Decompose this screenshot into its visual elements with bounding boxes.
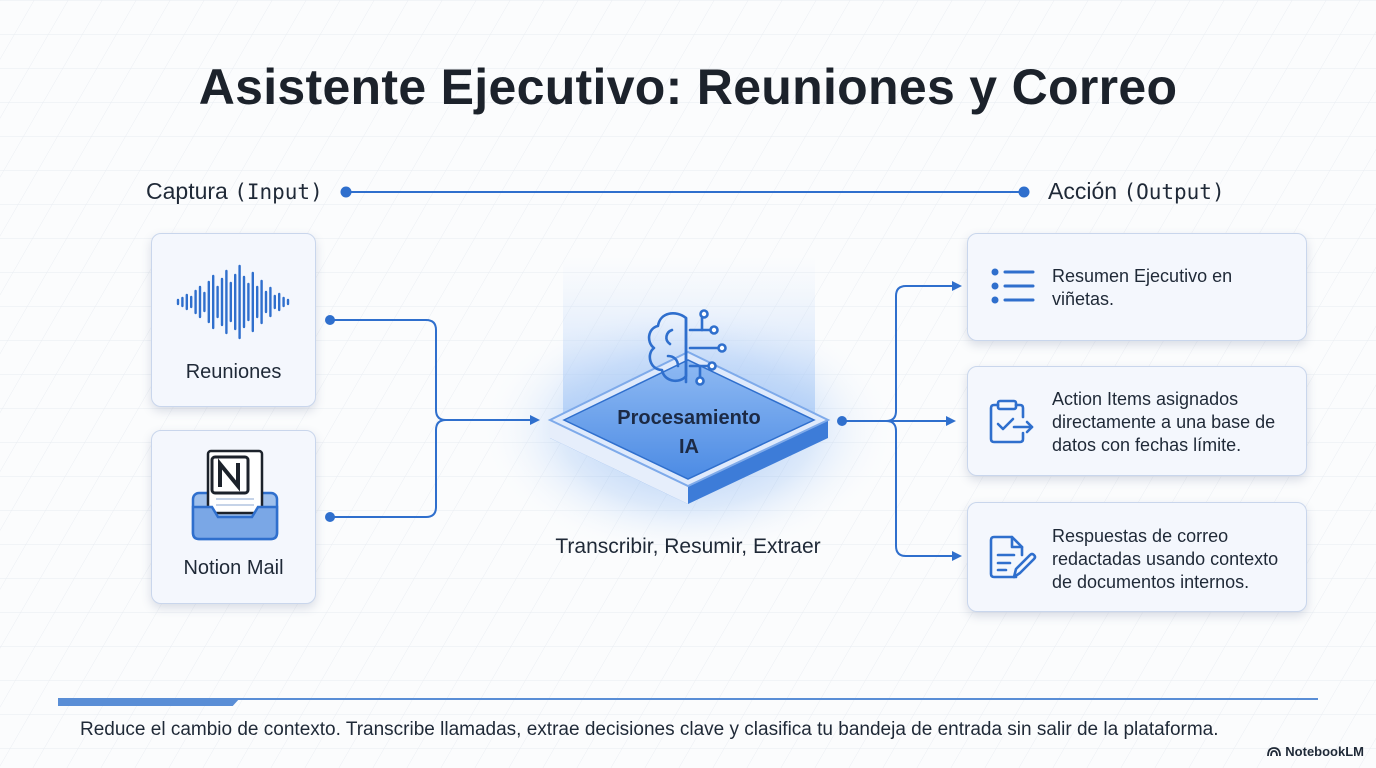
ai-label-line1: Procesamiento [617,407,761,429]
brand-badge: NotebookLM [1267,744,1364,759]
output-line: directamente a una base de [1052,412,1276,432]
page-title: Asistente Ejecutivo: Reuniones y Correo [198,59,1178,115]
input-label-notion-mail: Notion Mail [183,557,284,579]
footer-accent [58,698,240,706]
output-text-action-items: Action Items asignados directamente a un… [1052,388,1294,457]
input-header-label: Captura [146,178,228,204]
notebooklm-logo-icon [1267,747,1282,757]
footer-text: Reduce el cambio de contexto. Transcribe… [80,719,1219,740]
output-line: redactadas usando contexto [1052,549,1279,569]
output-text-resumen: Resumen Ejecutivo en viñetas. [1052,265,1294,311]
input-connectors [330,319,540,518]
output-line: Respuestas de correo [1052,526,1229,546]
ai-label-line2: IA [679,436,699,458]
output-header-label: Acción [1048,178,1118,204]
input-card-reuniones: Reuniones [151,233,316,407]
input-header-tag: (Input) [234,180,323,204]
output-card-resumen: Resumen Ejecutivo en viñetas. [967,233,1307,341]
connector-dot-ai [837,416,847,426]
ai-caption: Transcribir, Resumir, Extraer [555,535,821,558]
clipboard-check-icon [989,399,1034,444]
output-line: datos con fechas límite. [1052,435,1242,455]
brain-circuit-icon [647,309,727,386]
notion-inbox-icon [191,449,279,541]
output-card-action-items: Action Items asignados directamente a un… [967,366,1307,476]
output-header-tag: (Output) [1123,180,1225,204]
brand-name: NotebookLM [1285,744,1364,759]
footer-divider [58,698,1318,700]
output-card-respuestas: Respuestas de correo redactadas usando c… [967,502,1307,612]
output-connectors [842,281,962,561]
input-label-reuniones: Reuniones [185,361,282,383]
output-line: de documentos internos. [1052,572,1250,592]
input-header: Captura (Input) [146,178,323,205]
ai-platform [547,350,831,504]
output-text-respuestas: Respuestas de correo redactadas usando c… [1052,525,1294,594]
output-line: Action Items asignados [1052,389,1239,409]
timeline-start-dot [340,186,352,198]
input-card-notion-mail: Notion Mail [151,430,316,604]
timeline-end-dot [1018,186,1030,198]
sound-wave-icon [176,264,290,340]
output-header: Acción (Output) [1048,178,1225,205]
connector-dot-reuniones [325,315,335,325]
document-edit-icon [989,535,1037,579]
bullet-list-icon [991,268,1035,304]
output-line: Resumen Ejecutivo en [1052,266,1233,286]
output-line: viñetas. [1052,289,1115,309]
connector-dot-notion [325,512,335,522]
